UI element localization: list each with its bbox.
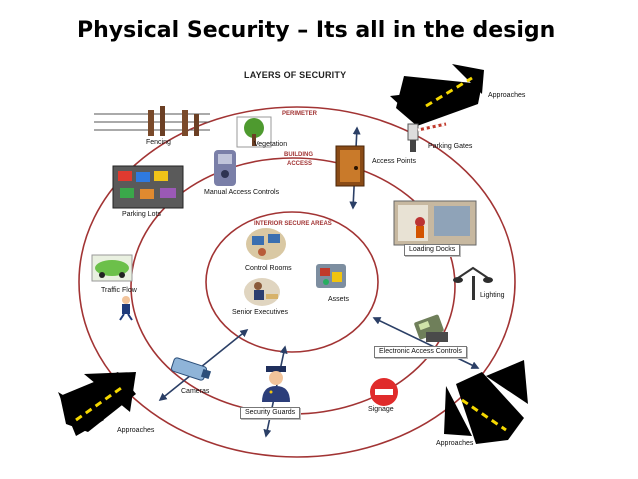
electronic-access-controls-icon [414,314,448,342]
security-guard-icon [262,366,290,402]
perimeter-label: PERIMETER [282,111,318,117]
parking-lot-icon [112,165,184,209]
vegetation-label: Vegetation [254,141,288,148]
approaches-label-bottom-right: Approaches [436,440,474,447]
manual-access-controls-label: Manual Access Controls [204,189,280,196]
diagram-title: LAYERS OF SECURITY [244,70,347,80]
building-label: BUILDING [284,152,313,158]
signage-icon [370,378,398,406]
cameras-label: Cameras [181,388,210,395]
approaches-label-top-right: Approaches [488,92,526,99]
electronic-access-controls-label: Electronic Access Controls [374,346,467,358]
electronic-access-arrow [372,317,480,369]
security-guards-label: Security Guards [240,407,301,419]
signage-label: Signage [368,406,394,413]
approaches-arrow-bottom-right [444,360,528,444]
traffic-flow-label: Traffic Flow [101,287,137,294]
loading-docks-icon [393,200,477,246]
senior-executives-label: Senior Executives [232,309,289,316]
perimeter-ring [78,106,516,458]
parking-lots-label: Parking Lots [122,211,161,218]
loading-docks-label: Loading Docks [404,244,461,256]
approaches-label-bottom-left: Approaches [117,427,155,434]
vegetation-icon [236,116,272,148]
fence-icon [94,106,210,136]
assets-icon [316,264,346,288]
fencing-label: Fencing [146,139,171,146]
interior-secure-areas-label: INTERIOR SECURE AREAS [254,221,332,227]
parking-gates-icon [407,122,447,152]
control-rooms-label: Control Rooms [245,265,292,272]
approaches-arrow-bottom-left [58,372,136,436]
slide-title: Physical Security – Its all in the desig… [77,18,556,43]
lighting-label: Lighting [480,292,505,299]
interior-ring [205,211,379,353]
control-room-icon [246,228,286,260]
manual-access-controls-icon [214,150,236,186]
cameras-arrow [158,328,249,402]
camera-icon [170,357,212,381]
access-label: ACCESS [287,161,313,167]
traffic-flow-icon [91,254,133,321]
assets-label: Assets [328,296,350,303]
access-points-icon [335,145,365,187]
access-points-label: Access Points [372,158,416,165]
senior-executives-icon [244,278,280,306]
parking-gates-label: Parking Gates [428,143,473,150]
approaches-arrow-top-right [390,64,484,126]
lighting-icon [453,266,493,300]
